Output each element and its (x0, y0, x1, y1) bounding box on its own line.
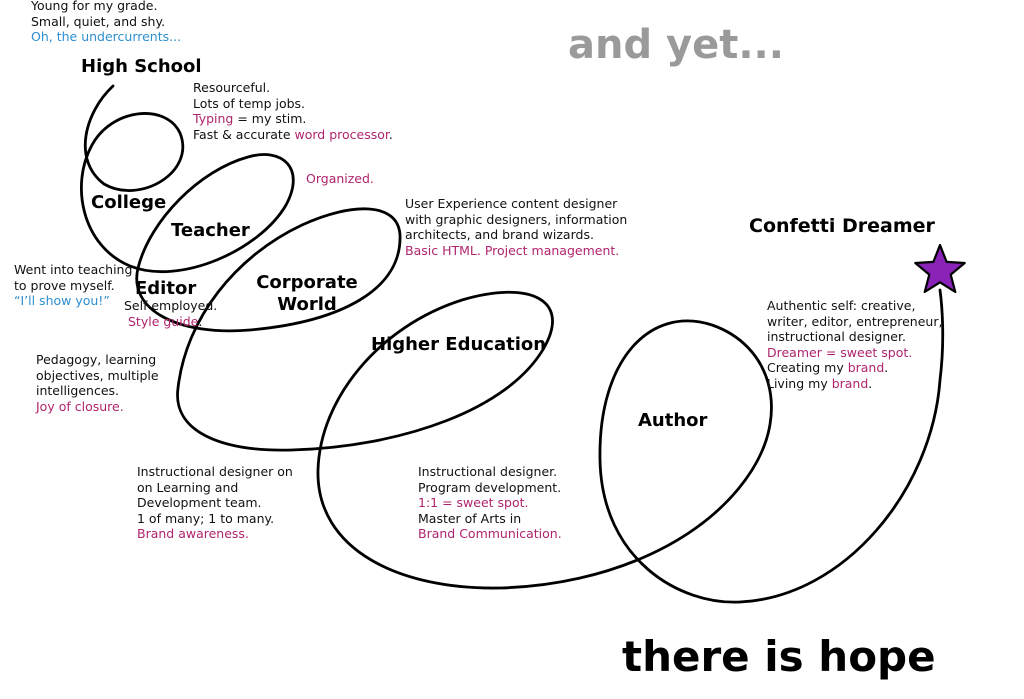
highlight-style-guide: Style guide (128, 313, 199, 329)
note-line: on Learning and (137, 479, 239, 495)
note-line-joy-of-closure: Joy of closure. (36, 398, 124, 414)
note-fragment: = my stim. (233, 111, 307, 126)
stage-author: Author (638, 410, 708, 431)
note-line: Instructional designer. (418, 464, 558, 479)
note-went-into-teaching: Went into teaching to prove myself. “I’l… (14, 262, 132, 309)
headline-there-is-hope: there is hope (622, 632, 936, 681)
star-icon (914, 243, 966, 294)
note-fragment: . (884, 360, 889, 375)
headline-and-yet: and yet... (568, 22, 784, 68)
note-line-typing: Typing = my stim. (193, 111, 393, 127)
note-line-sweet-spot: 1:1 = sweet spot. (418, 495, 529, 510)
stage-confetti-dreamer: Confetti Dreamer (749, 215, 935, 237)
note-fragment: . (868, 375, 873, 391)
note-line: Went into teaching (14, 262, 133, 277)
stage-higher-education: Higher Education (371, 334, 547, 355)
note-line: Pedagogy, learning (36, 352, 157, 367)
note-fragment: Living my (767, 375, 832, 391)
note-line: Instructional designer on (137, 464, 293, 479)
note-line-brand-awareness: Brand awareness. (137, 526, 249, 541)
note-line: Program development. (418, 479, 562, 495)
stage-corporate-line1: Corporate (256, 272, 358, 293)
note-instructional-designer-team: Instructional designer on on Learning an… (137, 464, 293, 542)
note-line-show-you: “I’ll show you!” (14, 293, 110, 308)
highlight-basic-html: Basic HTML (405, 242, 477, 258)
highlight-brand: brand (847, 360, 885, 375)
note-line: instructional designer. (767, 329, 906, 344)
note-line-creating-brand: Creating my brand. (767, 360, 942, 376)
note-fragment: Creating my (767, 360, 848, 375)
note-line: Authentic self: creative, (767, 298, 916, 313)
note-instructional-designer-program: Instructional designer. Program developm… (418, 464, 562, 542)
note-line-word-processor: Fast & accurate word processor. (193, 127, 393, 143)
note-fragment: . (476, 242, 485, 258)
note-line: intelligences. (36, 383, 120, 398)
note-line-living-brand: Living my brand. (767, 376, 942, 392)
stage-teacher: Teacher (171, 220, 250, 241)
note-ux-designer: User Experience content designer with gr… (405, 196, 627, 258)
note-line-dreamer-sweet-spot: Dreamer = sweet spot. (767, 344, 913, 360)
highlight-brand: brand (831, 375, 869, 391)
note-fragment: Fast & accurate (193, 126, 295, 142)
stage-high-school: High School (81, 56, 202, 77)
note-line: Small, quiet, and shy. (31, 13, 166, 29)
note-line: with graphic designers, information (405, 211, 628, 227)
note-line: architects, and brand wizards. (405, 227, 594, 242)
note-line: Self-employed. (124, 298, 218, 313)
stage-college: College (91, 192, 167, 213)
note-line: to prove myself. (14, 277, 115, 293)
note-resourceful: Resourceful. Lots of temp jobs. Typing =… (193, 80, 393, 142)
stage-corporate-world: Corporate World (254, 272, 360, 316)
note-fragment: . (198, 313, 203, 329)
note-line: Resourceful. (193, 80, 271, 95)
note-line: objectives, multiple (36, 367, 159, 383)
note-line-brand-communication: Brand Communication. (418, 526, 562, 541)
note-line: Lots of temp jobs. (193, 95, 306, 111)
note-line: User Experience content designer (405, 196, 618, 211)
note-self-employed: Self-employed. Style guide. (124, 298, 217, 329)
note-line: Young for my grade. (31, 0, 158, 13)
note-organized: Organized. (306, 171, 374, 186)
note-young-for-grade: Young for my grade. Small, quiet, and sh… (31, 0, 181, 45)
note-line: Development team. (137, 495, 262, 510)
note-line-undercurrents: Oh, the undercurrents... (31, 29, 182, 44)
highlight-word-processor: word processor (294, 126, 389, 142)
note-authentic-self: Authentic self: creative, writer, editor… (767, 298, 942, 391)
note-line: 1 of many; 1 to many. (137, 510, 275, 526)
note-line-style-guide: Style guide. (124, 314, 217, 330)
note-fragment: . (615, 242, 620, 258)
note-line: writer, editor, entrepreneur, (767, 313, 943, 329)
highlight-typing: Typing (193, 111, 234, 126)
stage-corporate-line2: World (277, 294, 337, 315)
note-pedagogy: Pedagogy, learning objectives, multiple … (36, 352, 159, 414)
note-line-skills: Basic HTML. Project management. (405, 243, 627, 259)
stage-editor: Editor (135, 278, 197, 299)
highlight-project-management: Project management (484, 242, 616, 258)
career-spiral-path (80, 84, 945, 604)
note-fragment: . (388, 126, 393, 142)
note-line: Master of Arts in (418, 510, 522, 526)
